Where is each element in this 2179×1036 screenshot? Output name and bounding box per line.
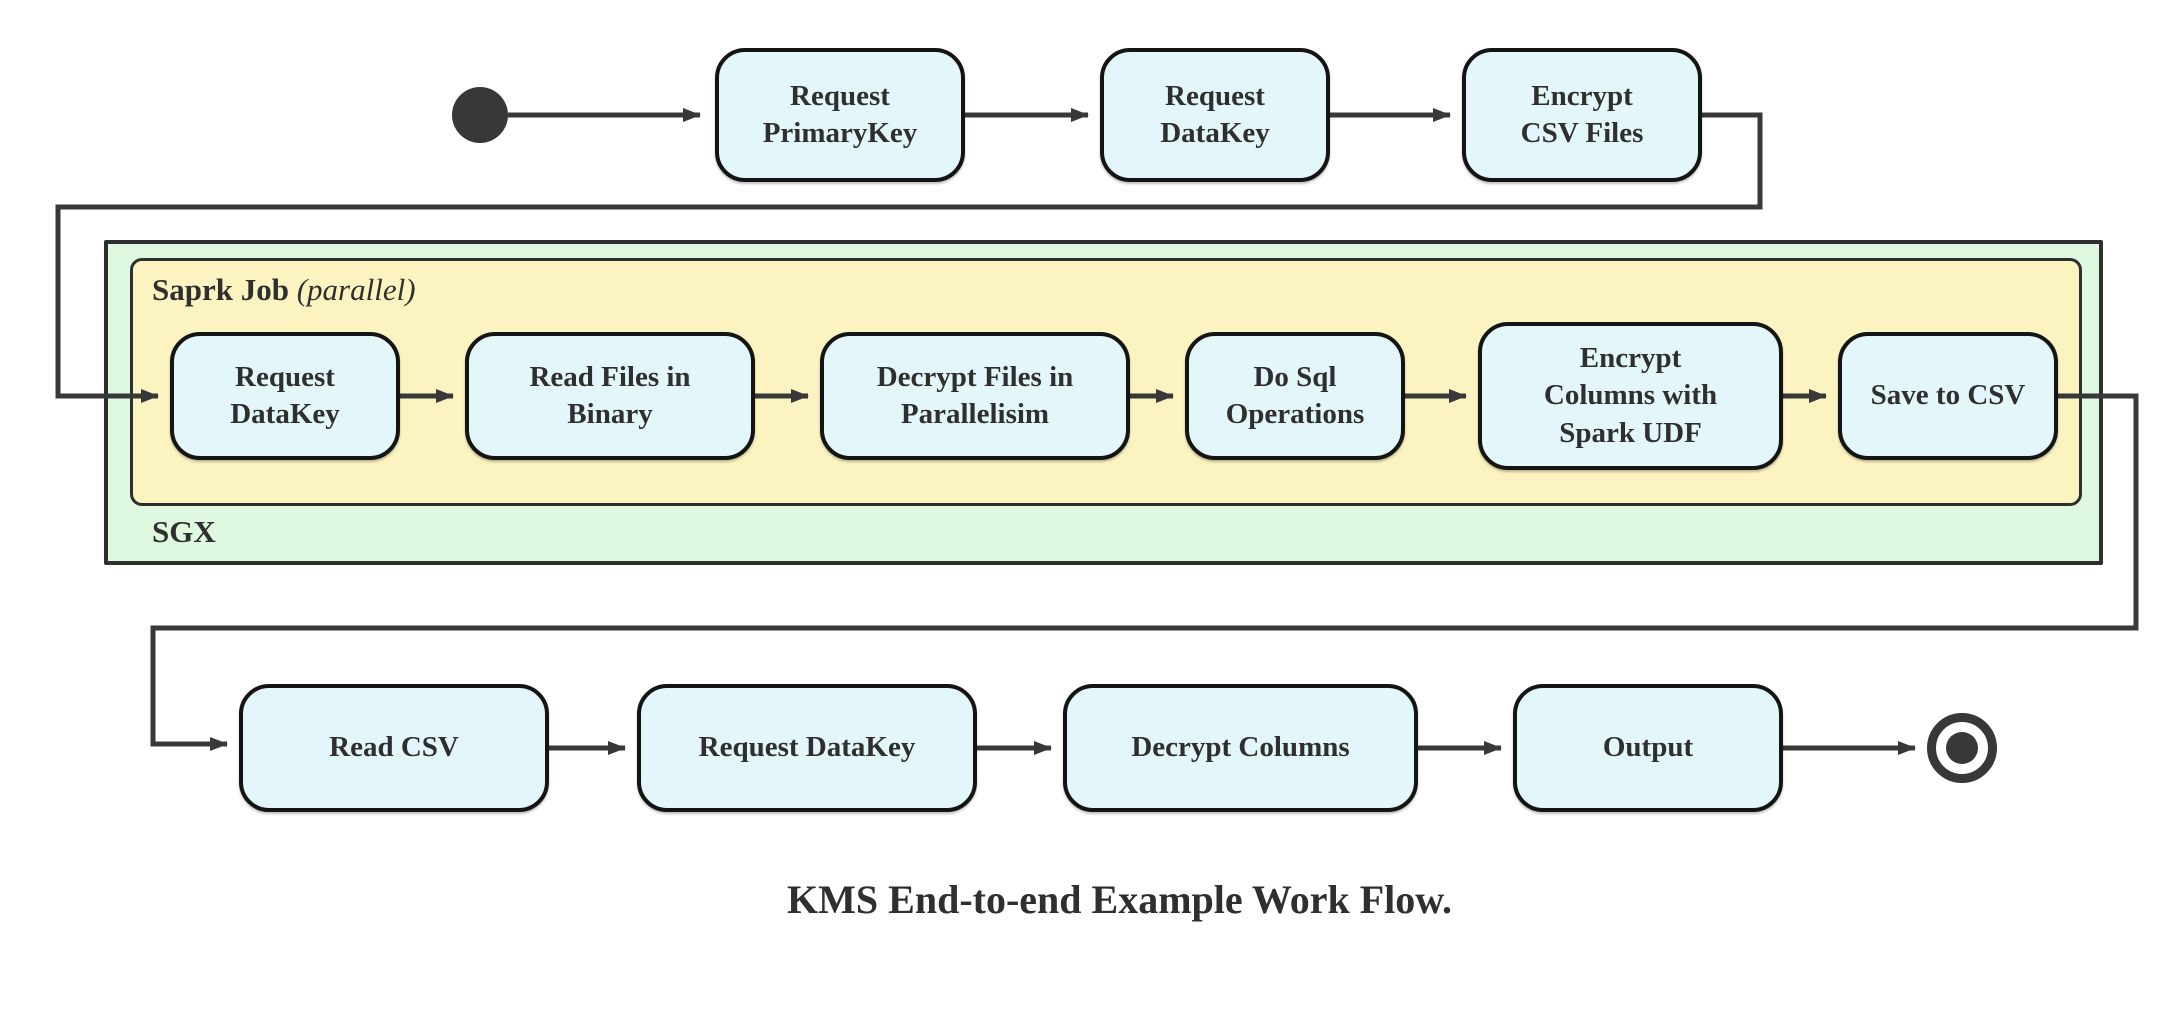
node-label: Request DataKey [1160, 79, 1270, 149]
node-read-files-in-binary: Read Files in Binary [465, 332, 755, 460]
node-encrypt-columns-with-spark-udf: Encrypt Columns with Spark UDF [1478, 322, 1783, 470]
node-request-datakey-bottom: Request DataKey [637, 684, 977, 812]
node-request-primarykey: Request PrimaryKey [715, 48, 965, 182]
node-read-csv: Read CSV [239, 684, 549, 812]
node-save-to-csv: Save to CSV [1838, 332, 2058, 460]
node-label: Decrypt Files in Parallelisim [876, 360, 1074, 430]
node-label: Do Sql Operations [1225, 360, 1365, 430]
sgx-label-text: SGX [152, 514, 216, 549]
end-node [1927, 713, 1997, 783]
node-decrypt-files-in-parallelisim: Decrypt Files in Parallelisim [820, 332, 1130, 460]
node-label: Encrypt CSV Files [1520, 79, 1644, 149]
node-label: Read Files in Binary [529, 360, 691, 430]
node-label: Read CSV [329, 731, 459, 764]
node-label: Output [1602, 731, 1694, 764]
spark-job-qualifier: (parallel) [296, 272, 416, 307]
node-label: Request DataKey [230, 360, 340, 430]
node-label: Decrypt Columns [1131, 731, 1350, 764]
sgx-label: SGX [152, 514, 216, 550]
spark-job-label: Saprk Job (parallel) [152, 272, 416, 308]
node-output: Output [1513, 684, 1783, 812]
node-label: Encrypt Columns with Spark UDF [1543, 342, 1718, 449]
edge-encrypt-csv-files-to-sgx-request-datakey [55, 112, 1763, 403]
spark-job-label-text: Saprk Job [152, 272, 289, 307]
node-decrypt-columns: Decrypt Columns [1063, 684, 1418, 812]
node-request-datakey-top: Request DataKey [1100, 48, 1330, 182]
node-request-datakey-sgx: Request DataKey [170, 332, 400, 460]
node-encrypt-csv-files: Encrypt CSV Files [1462, 48, 1702, 182]
end-node-dot [1946, 732, 1978, 764]
node-do-sql-operations: Do Sql Operations [1185, 332, 1405, 460]
start-node [452, 87, 508, 143]
diagram-caption: KMS End-to-end Example Work Flow. [787, 877, 1452, 922]
node-label: Save to CSV [1870, 379, 2026, 412]
node-label: Request DataKey [698, 731, 916, 764]
node-label: Request PrimaryKey [762, 79, 918, 149]
edge-save-to-csv-to-read-csv [150, 393, 2139, 751]
